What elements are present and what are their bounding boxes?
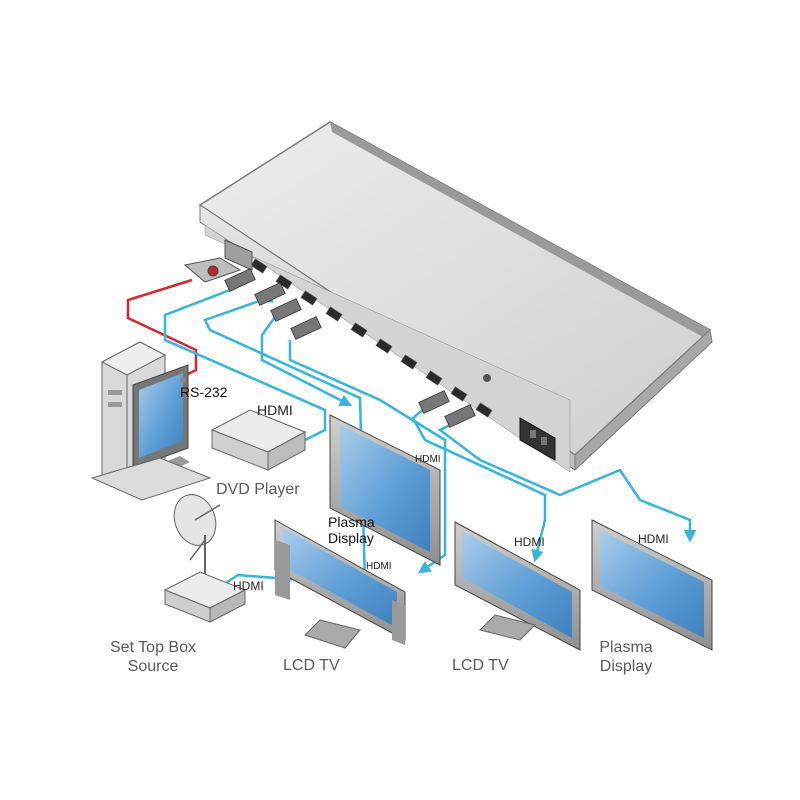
lcd1-hdmi-label: HDMI xyxy=(366,561,392,572)
led-indicator xyxy=(483,374,491,382)
hdmi-cable-plasma2 xyxy=(437,423,697,543)
lcd-tv-1 xyxy=(274,519,406,649)
stb-hdmi-label: HDMI xyxy=(233,579,264,593)
dvd-hdmi-label: HDMI xyxy=(257,402,293,418)
rs232-label: RS-232 xyxy=(180,384,228,400)
rs232-connector xyxy=(183,239,253,283)
plasma2-label-line2: Display xyxy=(599,658,653,675)
lcd-tv-2 xyxy=(454,521,581,651)
lcd2-label: LCD TV xyxy=(452,657,509,674)
lcd2-hdmi-label: HDMI xyxy=(514,535,545,549)
rs232-cable xyxy=(126,278,198,380)
stb-label-line2: Source xyxy=(127,658,179,675)
lcd1-label: LCD TV xyxy=(283,657,340,674)
dvd-player xyxy=(210,409,307,471)
keyboard xyxy=(90,457,212,501)
plasma-display-2 xyxy=(591,519,713,651)
plasma1-hdmi-label: HDMI xyxy=(415,454,441,465)
hdmi-cables xyxy=(163,288,697,592)
plasma1-label: Plasma Display xyxy=(328,514,375,546)
hdmi-plugs xyxy=(224,268,476,428)
dvd-player-label: DVD Player xyxy=(216,481,300,498)
plasma-display-1 xyxy=(329,414,441,566)
stb-label-line1: Set Top Box xyxy=(110,639,196,656)
hdmi-cable-stb xyxy=(203,290,367,592)
stb-label: Set Top Box Source xyxy=(98,638,208,676)
hdmi-cable-plasma1 xyxy=(260,309,353,407)
hdmi-cable-lcd1 xyxy=(288,340,447,574)
power-inlet xyxy=(519,417,556,461)
set-top-box xyxy=(163,571,247,623)
pc-computer xyxy=(90,341,212,501)
plasma1-label-line2: Display xyxy=(328,530,374,546)
plasma1-label-line1: Plasma xyxy=(328,514,375,530)
plasma2-hdmi-label: HDMI xyxy=(638,532,669,546)
hdmi-cable-lcd2 xyxy=(411,407,547,563)
port-row xyxy=(250,258,493,418)
satellite-dish xyxy=(173,494,221,580)
plasma2-label: Plasma Display xyxy=(592,638,660,676)
matrix-unit xyxy=(198,121,713,473)
plasma2-label-line1: Plasma xyxy=(599,639,653,656)
